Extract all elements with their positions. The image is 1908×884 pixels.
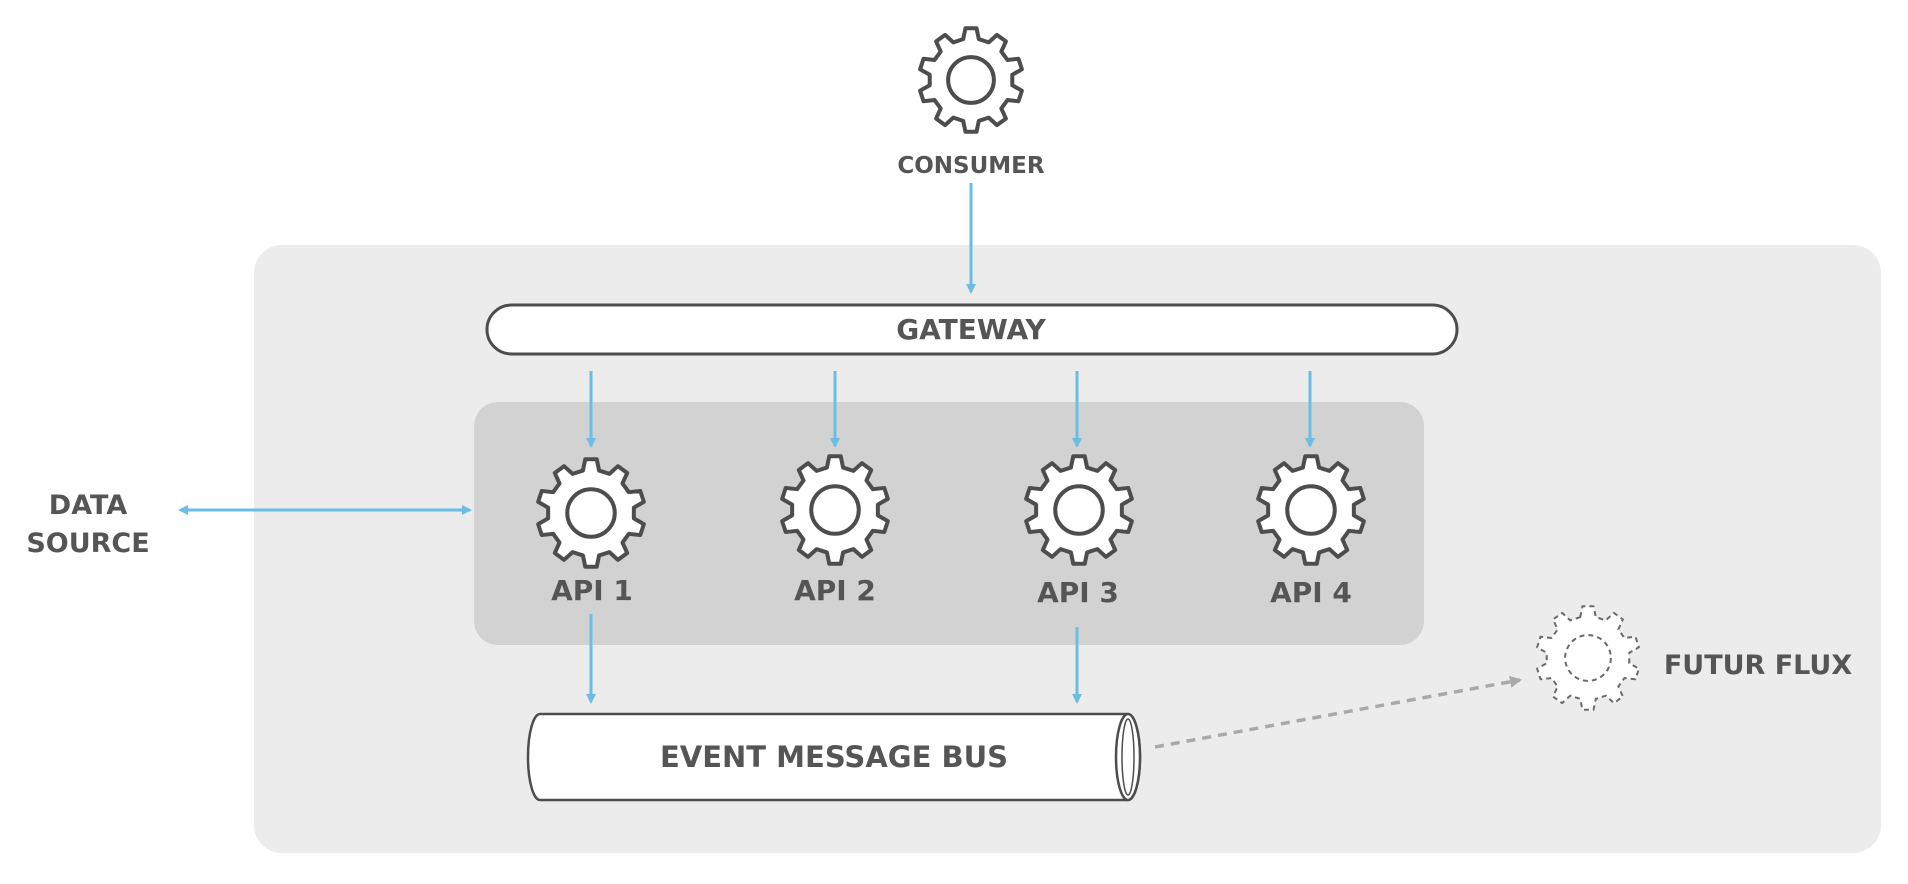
event-bus-label: EVENT MESSAGE BUS (660, 740, 1008, 774)
future-flux-dashed-gear-icon (1536, 605, 1640, 711)
gear-outline (918, 26, 1024, 134)
gateway-label: GATEWAY (896, 313, 1046, 346)
future-flux-label: FUTUR FLUX (1664, 650, 1853, 681)
consumer-label: CONSUMER (897, 153, 1045, 179)
api-2-label: API 2 (794, 574, 876, 607)
data-source-label-line-1: DATA (49, 490, 128, 521)
api-1-gear-icon (536, 457, 646, 569)
api-3-label: API 3 (1037, 576, 1119, 609)
gear-hub (565, 487, 617, 539)
api-4-label: API 4 (1270, 576, 1352, 609)
api-1-label: API 1 (551, 574, 633, 607)
gear-outline (1256, 454, 1366, 566)
bus-to-future-flux-arrow (1154, 675, 1522, 749)
gear-hub (1564, 634, 1612, 682)
gear-outline (780, 454, 890, 566)
gear-hub (1053, 484, 1105, 536)
event-bus-cylinder (526, 712, 1142, 802)
gear-outline (1536, 605, 1640, 711)
api-3-gear-icon (1024, 454, 1134, 566)
gear-hub (809, 484, 861, 536)
gateway-bar (485, 303, 1459, 356)
data-source-label-line-2: SOURCE (26, 528, 149, 559)
api-4-gear-icon (1256, 454, 1366, 566)
gear-outline (1024, 454, 1134, 566)
consumer-gear-icon (918, 26, 1024, 134)
gear-hub (946, 55, 996, 105)
gear-hub (1285, 484, 1337, 536)
api-group-panel (474, 402, 1424, 645)
gear-outline (536, 457, 646, 569)
api-2-gear-icon (780, 454, 890, 566)
